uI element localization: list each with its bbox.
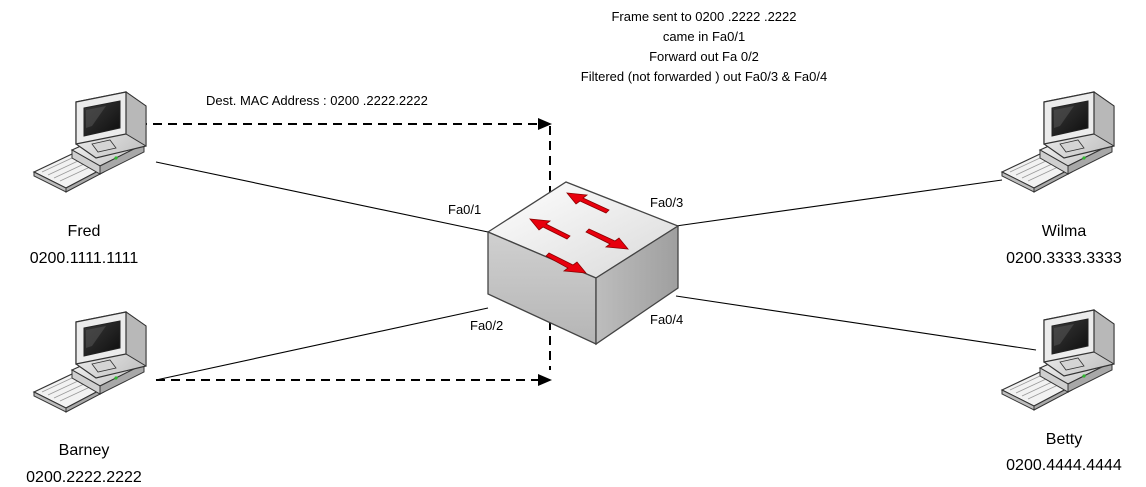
annotation-line: Frame sent to 0200 .2222 .2222: [611, 9, 796, 24]
host-name: Betty: [1046, 431, 1082, 448]
port-label-fa02: Fa0/2: [470, 318, 503, 333]
annotation-line: came in Fa0/1: [663, 29, 745, 44]
desktop-computer-icon: [1001, 309, 1115, 411]
switch-icon: [486, 181, 680, 346]
link-switch-betty: [675, 295, 1037, 351]
frame-arrow-bottom-icon: [538, 374, 552, 386]
port-label-fa04: Fa0/4: [650, 312, 683, 327]
host-mac: 0200.2222.2222: [26, 469, 142, 486]
link-barney-switch: [155, 307, 489, 381]
desktop-computer-icon: [1001, 91, 1115, 193]
host-barney: Barney 0200.2222.2222: [26, 311, 147, 486]
desktop-computer-icon: [33, 91, 147, 193]
link-switch-wilma: [675, 179, 1003, 227]
host-wilma: Wilma 0200.3333.3333: [1001, 91, 1122, 267]
host-mac: 0200.4444.4444: [1006, 457, 1122, 474]
annotation-line: Forward out Fa 0/2: [649, 49, 759, 64]
annotation-line: Filtered (not forwarded ) out Fa0/3 & Fa…: [581, 69, 827, 84]
host-fred: Fred 0200.1111.1111: [30, 91, 147, 267]
host-betty: Betty 0200.4444.4444: [1001, 309, 1122, 474]
link-fred-switch: [155, 161, 489, 233]
host-name: Wilma: [1042, 223, 1087, 240]
host-mac: 0200.1111.1111: [30, 250, 139, 267]
switch-arrows-icon: [529, 192, 629, 274]
port-label-fa03: Fa0/3: [650, 195, 683, 210]
host-mac: 0200.3333.3333: [1006, 250, 1122, 267]
frame-arrow-top-icon: [538, 118, 552, 130]
dest-mac-label: Dest. MAC Address : 0200 .2222.2222: [206, 93, 428, 108]
host-name: Barney: [59, 442, 110, 459]
port-label-fa01: Fa0/1: [448, 202, 481, 217]
desktop-computer-icon: [33, 311, 147, 413]
frame-annotation: Frame sent to 0200 .2222 .2222 came in F…: [581, 9, 827, 84]
links: [155, 161, 1037, 381]
host-name: Fred: [68, 223, 101, 240]
